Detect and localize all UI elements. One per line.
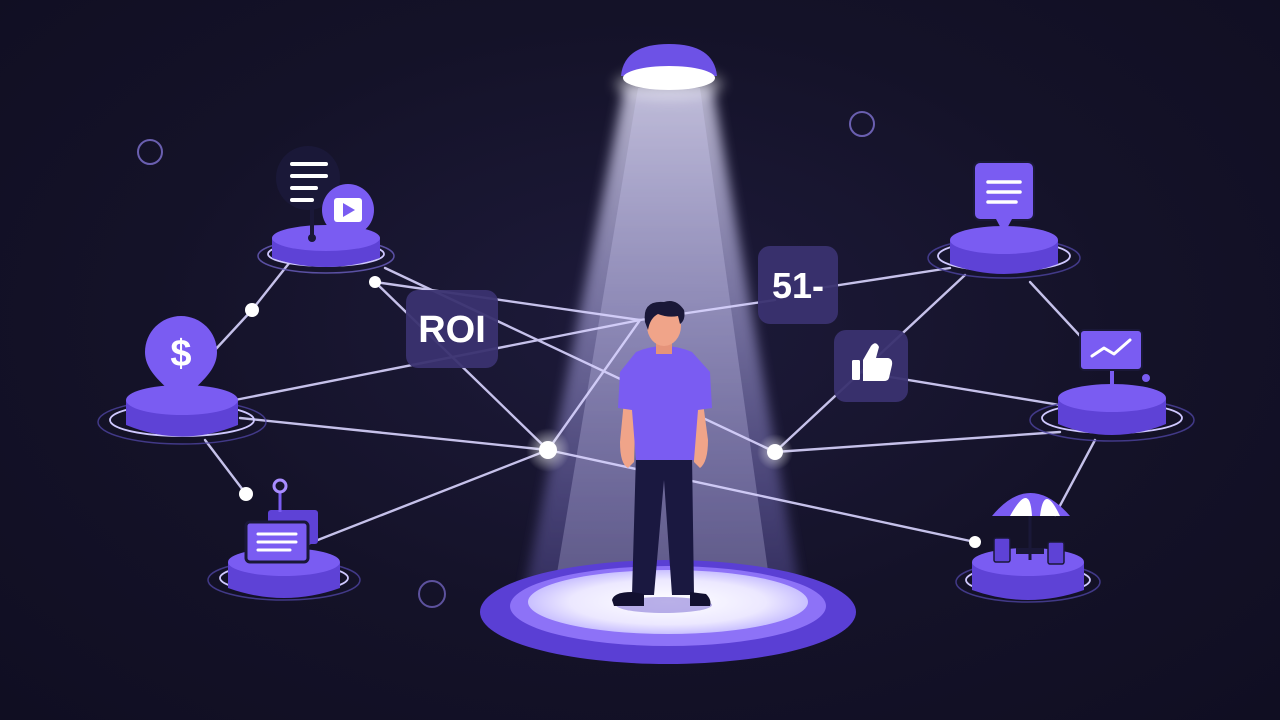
junction-node bbox=[369, 276, 381, 288]
platform-social bbox=[927, 161, 1081, 279]
platform-finance: $ bbox=[97, 316, 267, 445]
umbrella-table-icon bbox=[992, 493, 1070, 565]
thumbs-up-card bbox=[834, 330, 908, 402]
trend-chart-icon bbox=[1079, 329, 1143, 371]
network-lines bbox=[203, 260, 1097, 547]
location-pin-icon bbox=[272, 478, 288, 494]
metric-label: 51- bbox=[772, 265, 824, 306]
junction-nodes bbox=[239, 276, 981, 548]
roi-label: ROI bbox=[418, 309, 486, 351]
decor-ring bbox=[849, 111, 875, 137]
billboard-icon bbox=[244, 520, 310, 564]
person-figure bbox=[612, 301, 712, 613]
decor-ring bbox=[137, 139, 163, 165]
junction-node bbox=[239, 487, 253, 501]
junction-node bbox=[767, 444, 783, 460]
decor-ring bbox=[418, 580, 446, 608]
dollar-pin-icon bbox=[145, 316, 217, 402]
roi-card: ROI bbox=[406, 290, 498, 368]
chat-bubble-icon bbox=[973, 161, 1035, 234]
junction-node bbox=[245, 303, 259, 317]
platform-analytics bbox=[1029, 329, 1195, 442]
metric-card: 51- bbox=[758, 246, 838, 324]
lamp-icon bbox=[614, 44, 724, 100]
platform-ads bbox=[207, 478, 361, 601]
thumbs-up-icon bbox=[852, 343, 893, 381]
svg-text:$: $ bbox=[170, 333, 191, 375]
junction-node bbox=[969, 536, 981, 548]
junction-node bbox=[539, 441, 557, 459]
platform-events bbox=[955, 493, 1101, 603]
platform-content bbox=[257, 146, 395, 274]
